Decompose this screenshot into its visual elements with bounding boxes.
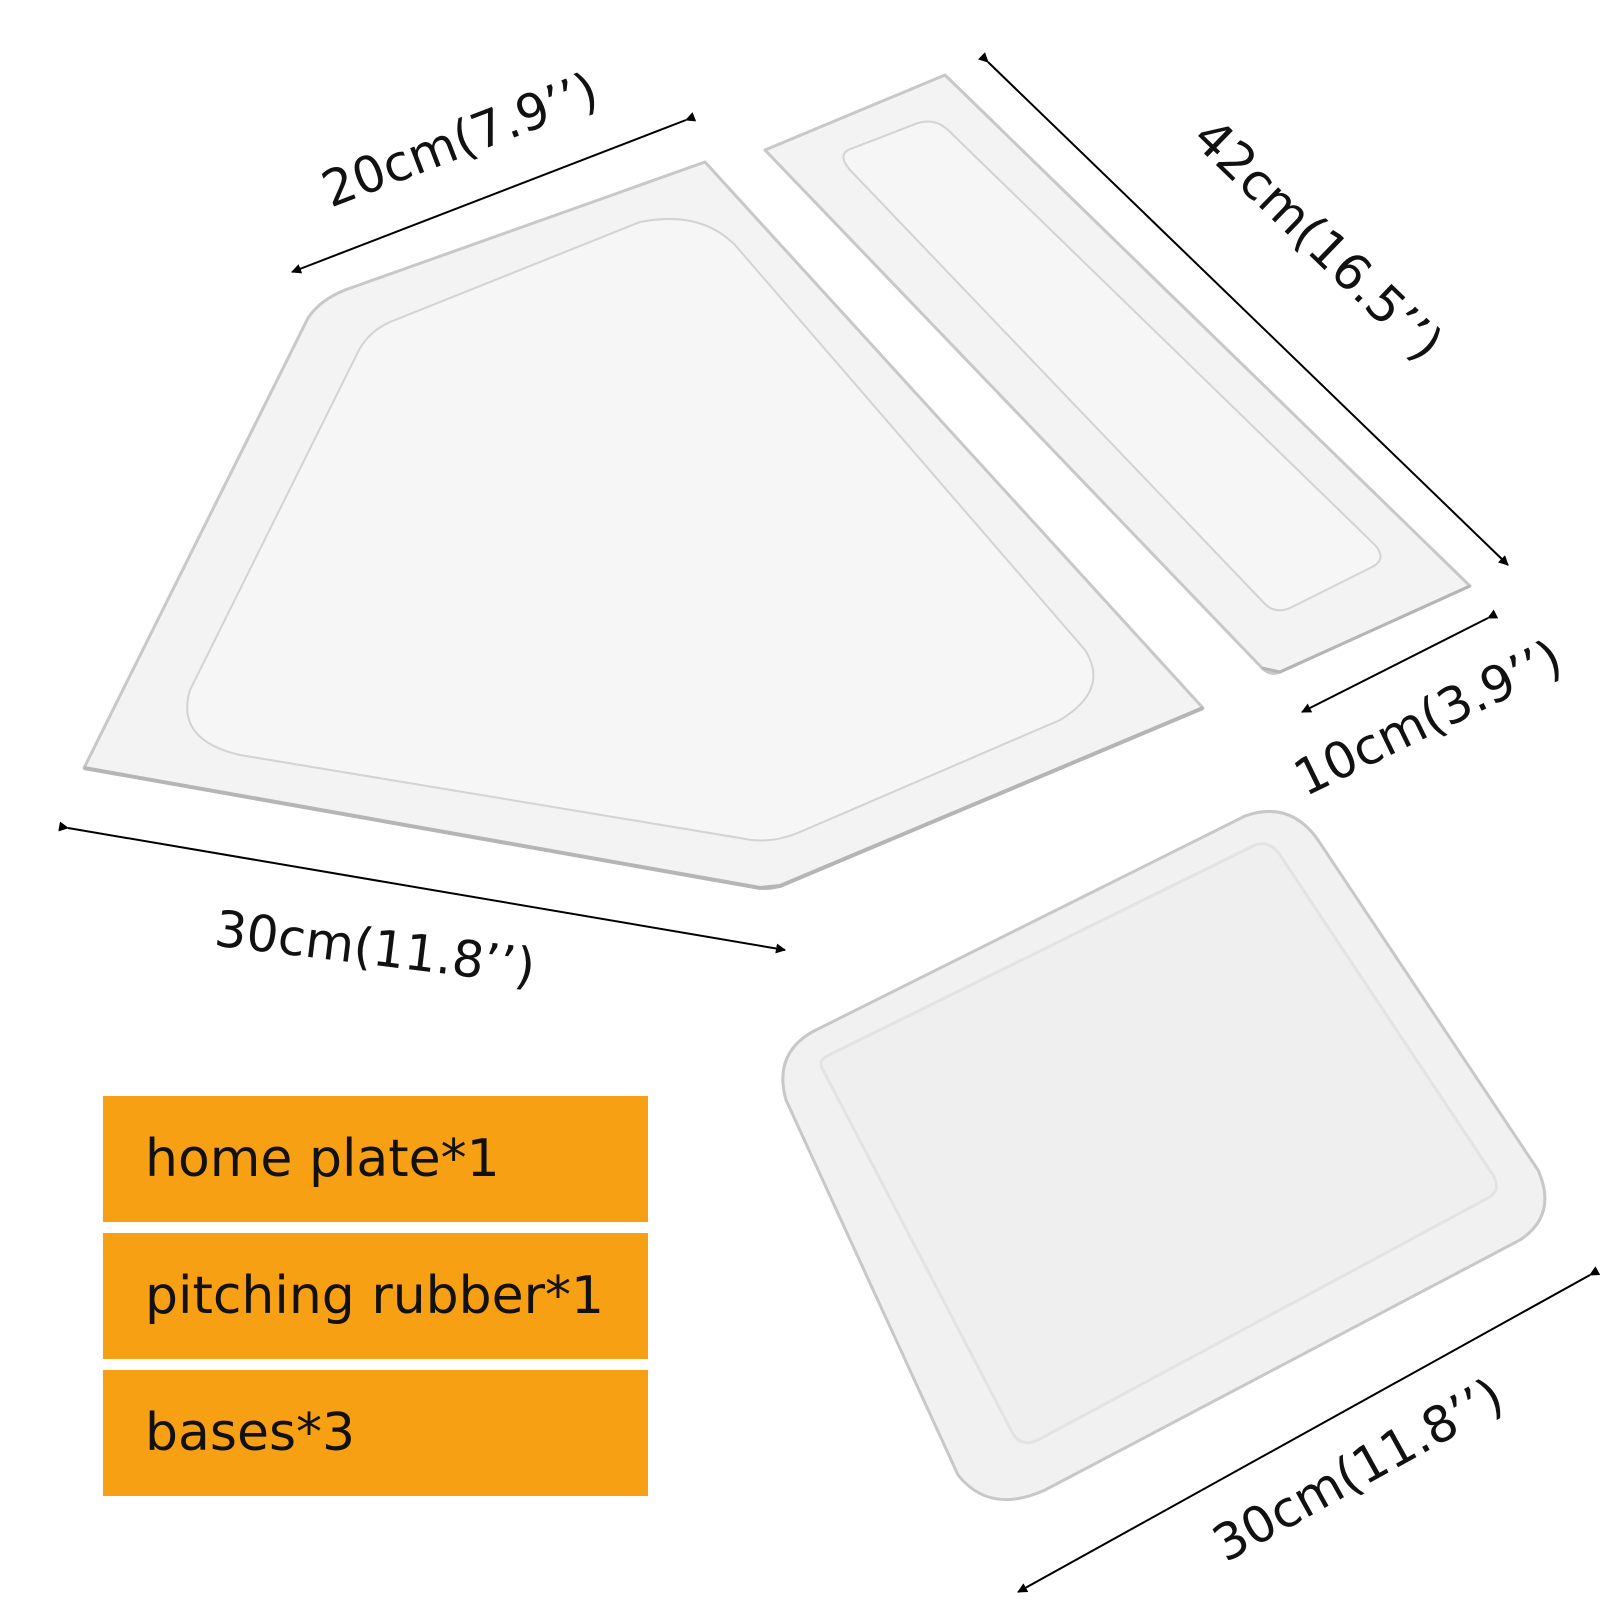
dimension-line-base-side	[1017, 1266, 1600, 1593]
label-home-plate: home plate*1	[103, 1096, 648, 1222]
dimension-line-rubber-width	[1301, 609, 1499, 713]
label-bases: bases*3	[103, 1370, 648, 1496]
dimension-line-home-plate-side	[291, 112, 697, 274]
dimension-line-rubber-length	[978, 52, 1509, 566]
label-pitching-rubber: pitching rubber*1	[103, 1233, 648, 1359]
dimension-line-home-plate-width	[58, 821, 786, 954]
